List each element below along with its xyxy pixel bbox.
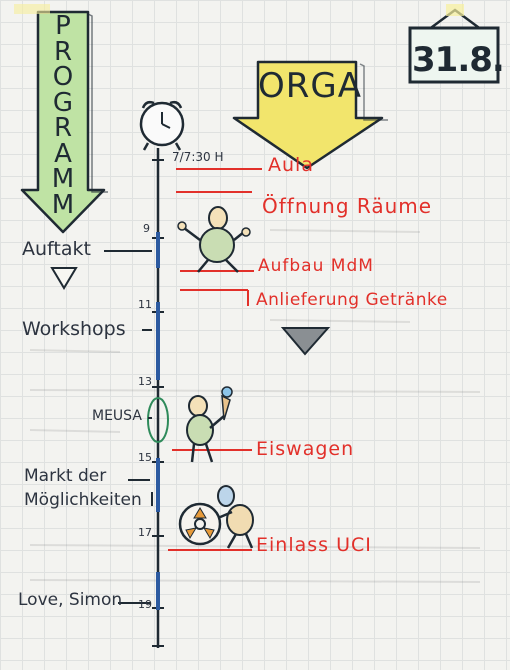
orga-item-eiswagen: Eiswagen: [256, 438, 355, 460]
orga-item-aula: Aula: [268, 154, 314, 176]
stick-figure-icon: [177, 206, 251, 273]
orga-item-oeffnung-raeume: Öffnung Räume: [262, 194, 433, 218]
hour-label: 17: [138, 526, 152, 539]
program-letter: R: [53, 36, 73, 67]
orga-item-anlieferung-getraenke: Anlieferung Getränke: [256, 290, 448, 310]
down-triangle-icon-left: [50, 267, 78, 290]
date-label: 31.8.: [412, 40, 505, 80]
program-item-markt: Markt der Möglichkeiten: [24, 466, 142, 510]
orga-item-einlass-uci: Einlass UCI: [256, 534, 372, 556]
program-item-workshops: Workshops: [22, 318, 126, 340]
down-triangle-icon-right: [280, 327, 331, 356]
hour-label: 11: [138, 298, 152, 311]
program-heading: P R O G R A M M: [40, 11, 86, 220]
program-letter: R: [53, 113, 73, 143]
start-time-label: 7/7:30 H: [172, 150, 224, 164]
program-letter: M: [51, 189, 75, 220]
program-letter: A: [54, 138, 72, 169]
program-item-meusa: MEUSA: [92, 408, 142, 424]
figure-pushing-reel-icon: [178, 485, 254, 549]
orga-item-aufbau-mdm: Aufbau MdM: [258, 256, 374, 276]
program-item-auftakt: Auftakt: [22, 238, 91, 260]
date-sign: [14, 4, 500, 84]
orga-arrow-shape: [232, 60, 388, 170]
hour-label: 19: [138, 598, 152, 611]
orga-heading: ORGA: [258, 66, 362, 106]
ice-cream-figure-icon: [186, 386, 233, 463]
program-arrow-shape: [20, 10, 108, 234]
program-letter: G: [52, 87, 74, 118]
program-item-love-simon: Love, Simon: [18, 590, 123, 610]
hour-label: 15: [138, 451, 152, 464]
meusa-ellipse: [147, 397, 169, 443]
program-letter: P: [55, 11, 71, 41]
hour-label: 13: [138, 375, 152, 388]
program-letter: O: [52, 62, 74, 92]
hour-label: 9: [143, 222, 150, 235]
alarm-clock-icon: [139, 100, 185, 151]
program-letter: M: [51, 164, 75, 194]
